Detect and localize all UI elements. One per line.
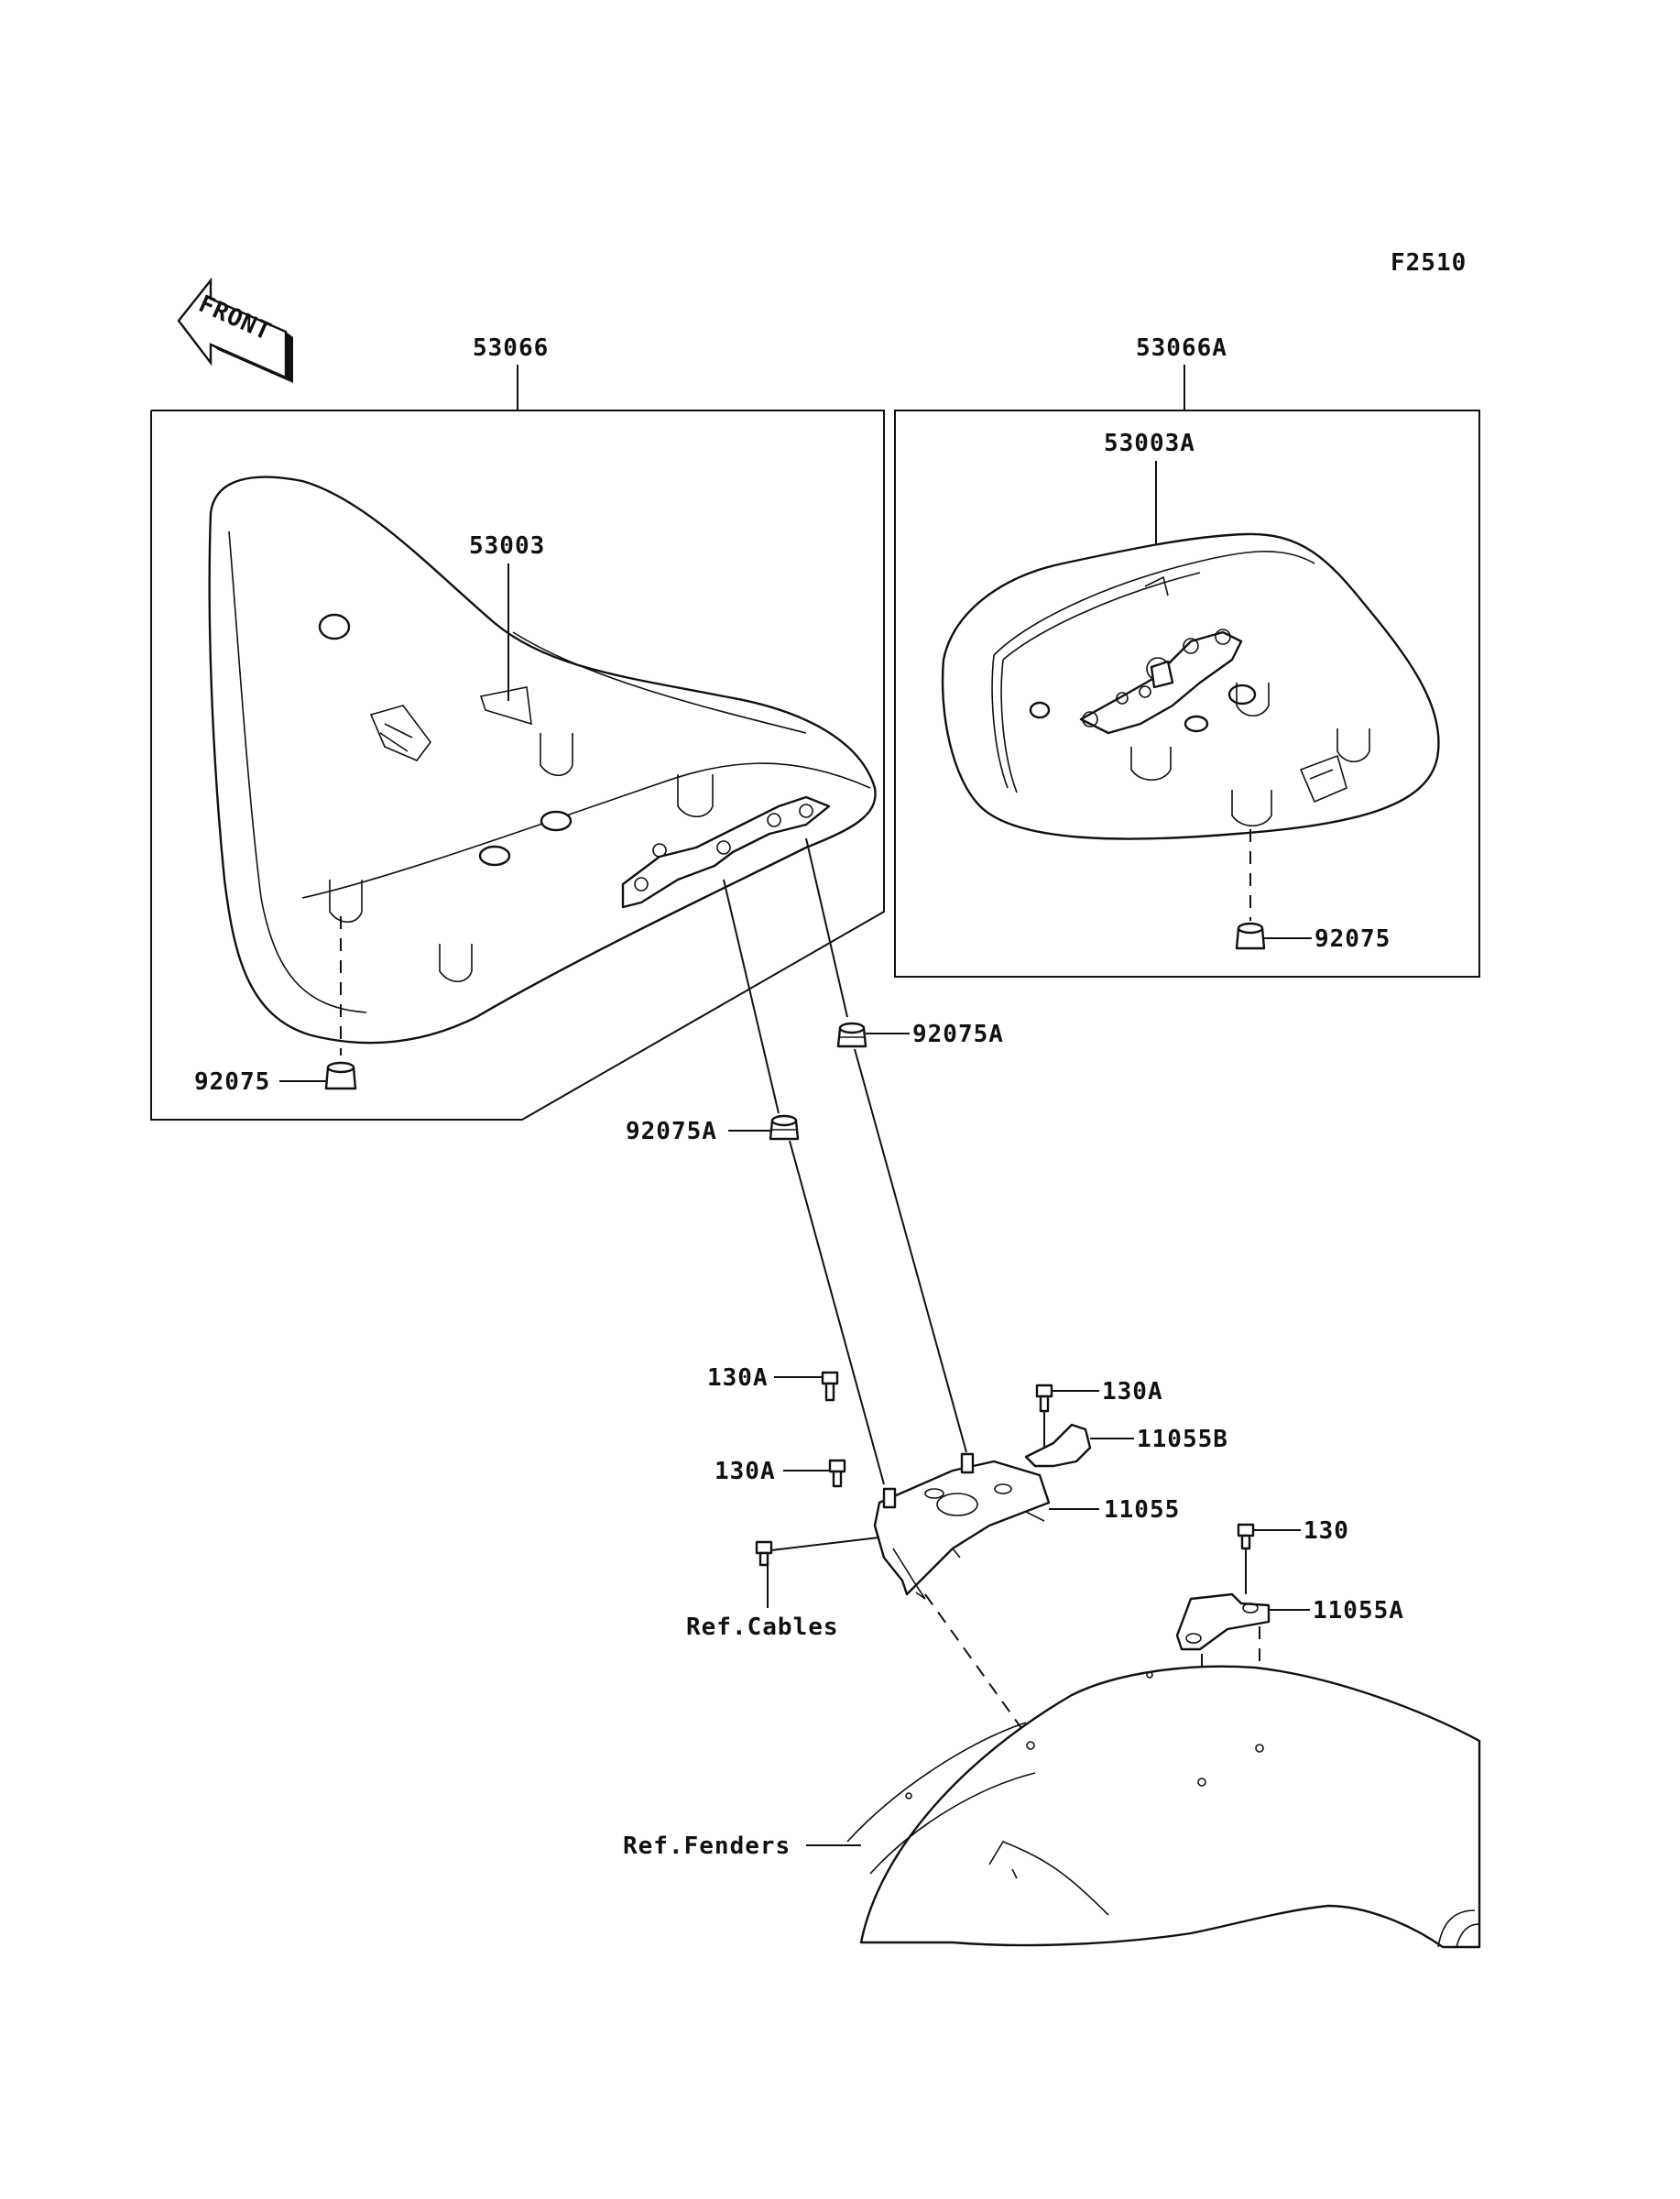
label-130: 130 [1304,1517,1349,1545]
bolt-130A-left [828,1459,846,1488]
label-92075-left: 92075 [194,1068,270,1096]
label-92075-right: 92075 [1315,925,1391,953]
label-11055B: 11055B [1137,1426,1228,1453]
label-53066A: 53066A [1136,334,1227,362]
damper-92075A-upper [836,1022,867,1048]
guide-line-right-upper [805,837,848,1018]
leader-cable-clip [770,1537,880,1551]
pillion-group-box [894,410,1480,978]
bolt-130A-top [821,1371,839,1402]
cable-clip [755,1540,773,1567]
bracket-11055 [873,1452,1051,1600]
figure-code: F2510 [1391,249,1467,277]
label-130A-left: 130A [715,1458,776,1485]
seat-group-box [150,410,885,1121]
label-11055: 11055 [1104,1496,1180,1524]
damper-92075A-lower [769,1114,800,1141]
bracket-11055B [1024,1423,1092,1468]
guide-line-left-lower [789,1140,885,1485]
guide-line-left-upper [723,879,780,1114]
solo-seat [208,476,877,1045]
label-ref-fenders: Ref.Fenders [623,1832,791,1860]
guide-line-right-lower [854,1048,967,1453]
rear-fender [846,1665,1481,1949]
label-ref-cables: Ref.Cables [686,1614,839,1641]
damper-92075-right [1235,922,1266,950]
label-130A-right: 130A [1102,1378,1163,1406]
damper-92075-left [324,1061,357,1090]
label-53066: 53066 [473,334,549,362]
label-92075A-upper: 92075A [912,1021,1004,1048]
dashed-line-bracket-fender [924,1593,1031,1742]
front-arrow-icon: FRONT [177,277,293,383]
label-53003: 53003 [469,532,545,560]
bolt-130 [1237,1523,1255,1550]
label-130A-top: 130A [707,1364,769,1392]
label-53003A: 53003A [1104,430,1195,457]
label-92075A-lower: 92075A [626,1118,717,1145]
pillion-seat [941,532,1440,840]
label-11055A: 11055A [1313,1597,1404,1625]
bracket-11055A [1175,1592,1271,1651]
bolt-130A-right [1035,1384,1053,1413]
